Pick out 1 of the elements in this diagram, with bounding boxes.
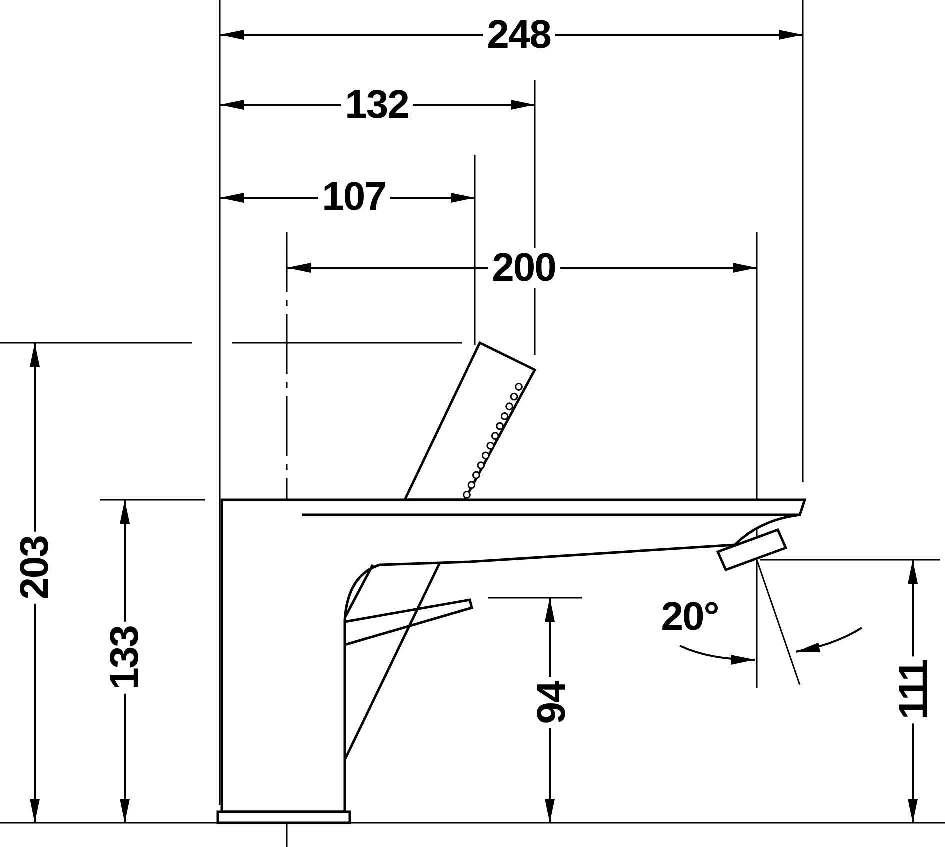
dimension-label: 200 xyxy=(488,248,560,288)
